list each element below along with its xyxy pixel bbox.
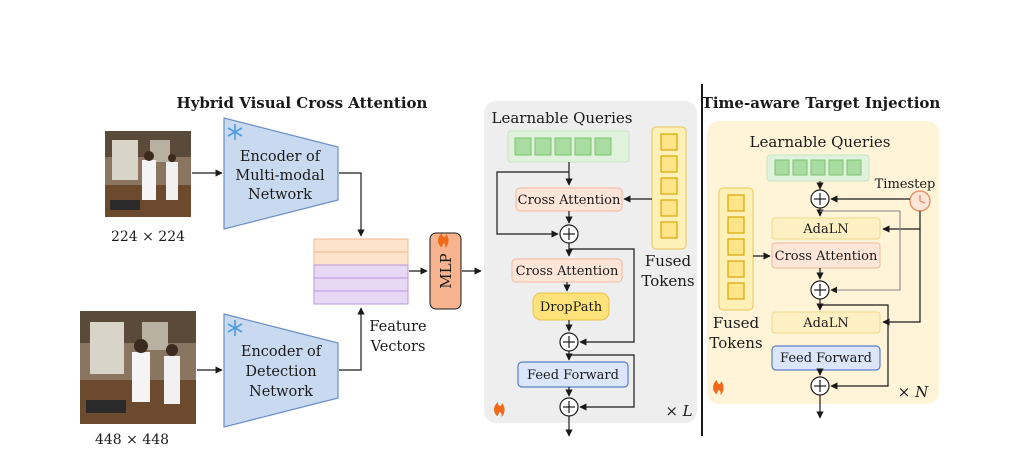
svg-text:Feed Forward: Feed Forward <box>527 368 619 383</box>
input-image-low-res <box>105 131 191 217</box>
add-node-r1 <box>810 189 830 209</box>
svg-text:Feed Forward: Feed Forward <box>780 351 872 366</box>
add-node-3 <box>559 397 579 417</box>
fused-tokens-label: Fused <box>645 252 692 270</box>
left-panel-title: Hybrid Visual Cross Attention <box>177 94 428 112</box>
image-low-res-size: 224 × 224 <box>111 229 185 245</box>
svg-text:MLP: MLP <box>437 253 455 288</box>
svg-text:Cross Attention: Cross Attention <box>775 249 878 264</box>
fused-tokens-label: Tokens <box>641 272 694 290</box>
svg-text:Cross Attention: Cross Attention <box>516 264 619 279</box>
fused-tokens-column <box>718 187 754 311</box>
add-node-r3 <box>810 376 830 396</box>
repeat-l-label: × L <box>665 402 692 420</box>
fused-tokens-column <box>651 126 687 250</box>
svg-text:Encoder of: Encoder of <box>241 344 323 360</box>
feed-forward-block: Feed Forward <box>517 361 629 388</box>
learnable-queries-label: Learnable Queries <box>492 109 633 127</box>
fused-tokens-label: Tokens <box>709 334 762 352</box>
svg-text:Encoder of: Encoder of <box>240 149 322 165</box>
svg-text:Detection: Detection <box>245 364 316 380</box>
feature-vectors-label: Vectors <box>370 339 426 355</box>
flame-icon <box>438 233 449 248</box>
adaln-block-2: AdaLN <box>771 311 881 334</box>
droppath-block: DropPath <box>532 292 610 321</box>
adaln-block-1: AdaLN <box>771 217 881 240</box>
svg-text:Network: Network <box>248 187 312 203</box>
timestep-label: Timestep <box>875 177 936 192</box>
add-node-2 <box>559 332 579 352</box>
feature-vectors-label: Feature <box>369 319 426 335</box>
repeat-n-label: × N <box>898 383 929 401</box>
cross-attention-block-1: Cross Attention <box>515 187 623 212</box>
cross-attention-block-r: Cross Attention <box>771 242 881 269</box>
feed-forward-block-r: Feed Forward <box>771 345 881 371</box>
learnable-queries <box>507 130 630 163</box>
encoder-multimodal: Encoder of Multi-modal Network <box>223 117 339 230</box>
fused-tokens-label: Fused <box>713 314 760 332</box>
input-image-high-res <box>80 311 196 424</box>
learnable-queries <box>766 154 870 182</box>
svg-text:DropPath: DropPath <box>540 300 603 315</box>
add-node-r2 <box>810 280 830 300</box>
clock-icon <box>909 190 931 212</box>
flame-icon <box>494 402 505 417</box>
add-node-1 <box>559 224 579 244</box>
svg-text:AdaLN: AdaLN <box>802 316 848 331</box>
image-high-res-size: 448 × 448 <box>95 432 169 448</box>
snowflake-icon <box>227 320 243 336</box>
mlp-block: MLP <box>429 232 462 310</box>
cross-attention-block-2: Cross Attention <box>511 258 623 283</box>
svg-text:Network: Network <box>249 384 313 400</box>
encoder-detection: Encoder of Detection Network <box>223 313 339 428</box>
right-panel-title: Time-aware Target Injection <box>702 94 941 112</box>
snowflake-icon <box>227 124 243 140</box>
svg-text:AdaLN: AdaLN <box>802 222 848 237</box>
svg-text:Multi-modal: Multi-modal <box>235 168 325 184</box>
svg-text:Cross Attention: Cross Attention <box>518 193 621 208</box>
feature-vectors-stack <box>313 238 409 305</box>
flame-icon <box>713 380 724 395</box>
learnable-queries-label: Learnable Queries <box>750 133 891 151</box>
